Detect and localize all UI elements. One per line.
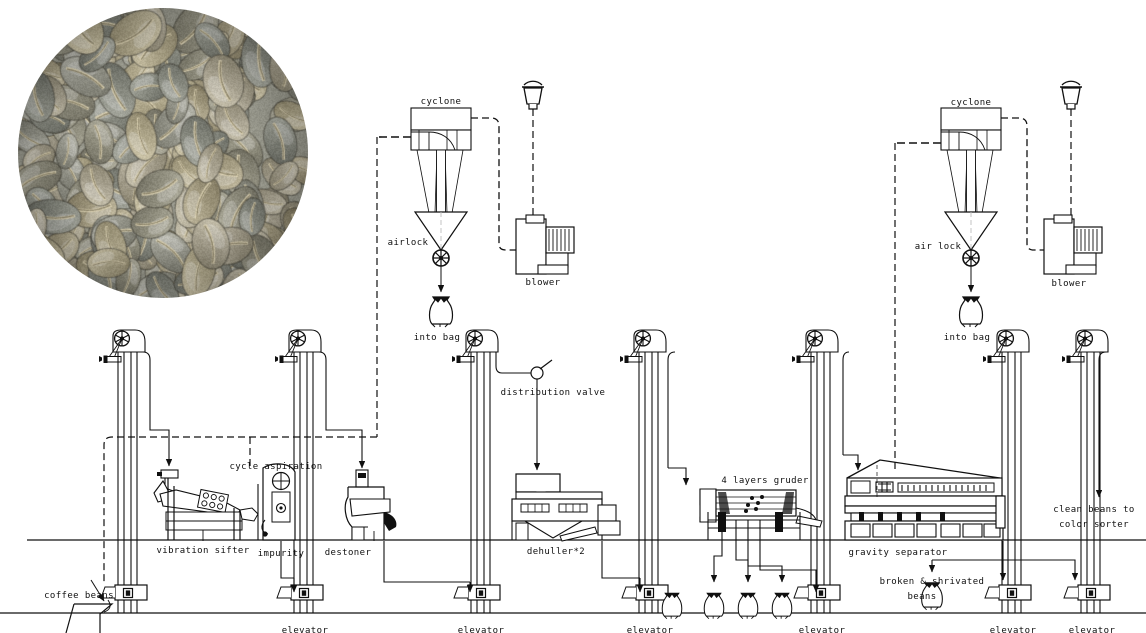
coffee-beans-inlet xyxy=(65,579,114,633)
gravity-separator-machine xyxy=(842,351,1079,611)
elevator-1 xyxy=(98,329,148,613)
left-cyclone-block xyxy=(376,80,575,437)
green-coffee-beans-photo xyxy=(18,8,308,298)
label-into-bag-left: into bag xyxy=(413,333,461,343)
clean-beans-output xyxy=(1095,351,1107,498)
label-elevator-6: elevator xyxy=(1068,626,1116,633)
label-clean-beans-1: clean beans to xyxy=(1053,505,1135,515)
label-distribution-valve: distribution valve xyxy=(500,388,606,398)
machine-feed-connectors xyxy=(142,351,363,440)
elevator-6 xyxy=(982,329,1032,613)
label-coffee-beans: coffee beans xyxy=(44,591,114,601)
label-vibration-sifter: vibration sifter xyxy=(156,546,250,556)
label-into-bag-right: into bag xyxy=(943,333,991,343)
vibration-sifter-machine xyxy=(153,440,259,541)
label-air-lock-right: air lock xyxy=(914,242,962,252)
label-blower-left: blower xyxy=(525,278,561,288)
label-impurity: impurity xyxy=(257,549,305,559)
label-elevator-4: elevator xyxy=(798,626,846,633)
dehuller-machine xyxy=(511,473,644,593)
label-blower-right: blower xyxy=(1051,279,1087,289)
elevator-3 xyxy=(451,329,501,613)
label-broken-shrivated-2: beans xyxy=(907,592,937,602)
elevator-group xyxy=(98,329,1111,613)
right-cyclone-block xyxy=(894,80,1103,470)
label-cyclone-right: cyclone xyxy=(950,98,992,108)
label-broken-shrivated-1: broken & shrivated xyxy=(879,577,985,587)
label-elevator-5: elevator xyxy=(989,626,1037,633)
label-cyclone-left: cyclone xyxy=(420,97,462,107)
elevator-7 xyxy=(1061,329,1111,613)
cycle-aspirator-machine xyxy=(257,463,298,593)
four-layer-grader-machine xyxy=(667,351,823,620)
elevator-4 xyxy=(619,329,669,613)
aspiration-duct-network xyxy=(103,436,377,585)
destoner-machine xyxy=(344,440,474,593)
label-elevator-2: elevator xyxy=(457,626,505,633)
label-elevator-1: elevator xyxy=(281,626,329,633)
label-dehuller: dehuller*2 xyxy=(526,547,586,557)
label-four-layers-grader: 4 layers gruder xyxy=(721,476,809,486)
label-clean-beans-2: color sorter xyxy=(1059,520,1129,530)
label-cycle-aspiration: cycle aspiration xyxy=(229,462,323,472)
label-gravity-separator: gravity separator xyxy=(848,548,948,558)
label-airlock-left: airlock xyxy=(387,238,429,248)
label-destoner: destoner xyxy=(324,548,372,558)
distribution-valve-assembly xyxy=(495,352,553,471)
label-elevator-3: elevator xyxy=(626,626,674,633)
